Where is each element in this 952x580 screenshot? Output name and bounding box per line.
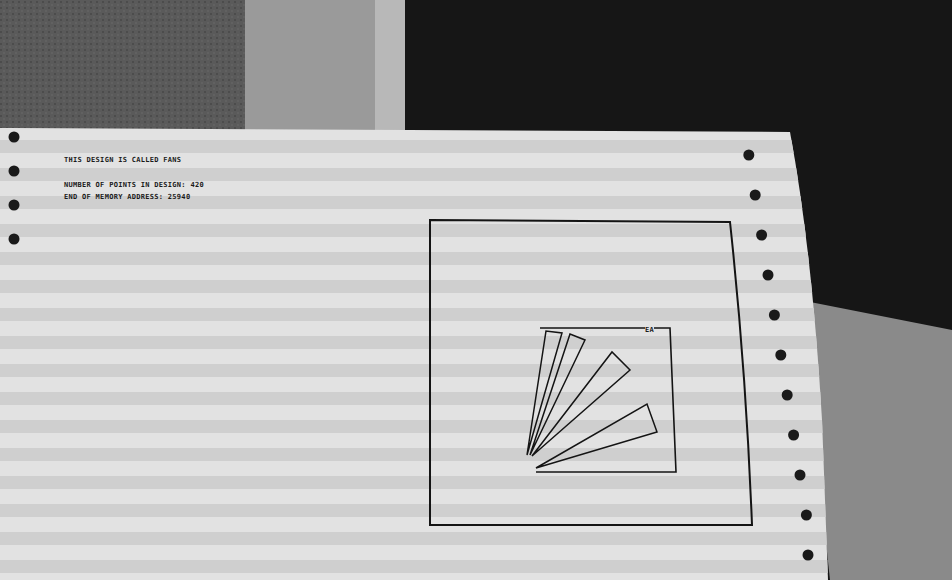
tractor-hole: [756, 230, 767, 241]
outer-frame: [430, 220, 752, 525]
paper-stripe: [0, 364, 830, 377]
fan-blade: [532, 352, 630, 456]
printout-text: THIS DESIGN IS CALLED FANS: [64, 157, 181, 164]
fan-blade: [527, 331, 562, 455]
paper-stripe: [0, 560, 830, 573]
tractor-hole: [763, 270, 774, 281]
tractor-hole: [9, 166, 20, 177]
wall-panel: [245, 0, 375, 135]
green-bar-stripes: [0, 140, 830, 573]
tractor-hole: [9, 234, 20, 245]
paper-stripe: [0, 420, 830, 433]
fan-blade: [536, 404, 657, 468]
paper-stripe: [0, 448, 830, 461]
fan-blade: [530, 334, 585, 455]
fan-blades: [527, 331, 657, 468]
textured-wall: [0, 0, 245, 135]
tractor-holes: [9, 132, 814, 561]
paper-stripe: [0, 224, 830, 237]
tractor-hole: [788, 430, 799, 441]
tractor-hole: [775, 350, 786, 361]
paper-stripe: [0, 476, 830, 489]
paper-stripe: [0, 252, 830, 265]
paper-stripe: [0, 392, 830, 405]
paper-stripe: [0, 280, 830, 293]
printout-text: EA: [645, 327, 654, 334]
paper-stripe: [0, 504, 830, 517]
tractor-hole: [795, 470, 806, 481]
wall-edge: [375, 0, 405, 135]
tractor-hole: [750, 190, 761, 201]
tractor-hole: [803, 550, 814, 561]
tractor-hole: [743, 150, 754, 161]
tractor-hole: [769, 310, 780, 321]
paper-stripe: [0, 168, 830, 181]
paper-stripe: [0, 140, 830, 153]
printout-text: NUMBER OF POINTS IN DESIGN: 420: [64, 182, 204, 189]
paper-stripe: [0, 532, 830, 545]
paper-stripe: [0, 336, 830, 349]
printout-text: END OF MEMORY ADDRESS: 25940: [64, 194, 190, 201]
paper-stripe: [0, 308, 830, 321]
tractor-hole: [9, 200, 20, 211]
tractor-hole: [782, 390, 793, 401]
tractor-hole: [9, 132, 20, 143]
tractor-hole: [801, 510, 812, 521]
